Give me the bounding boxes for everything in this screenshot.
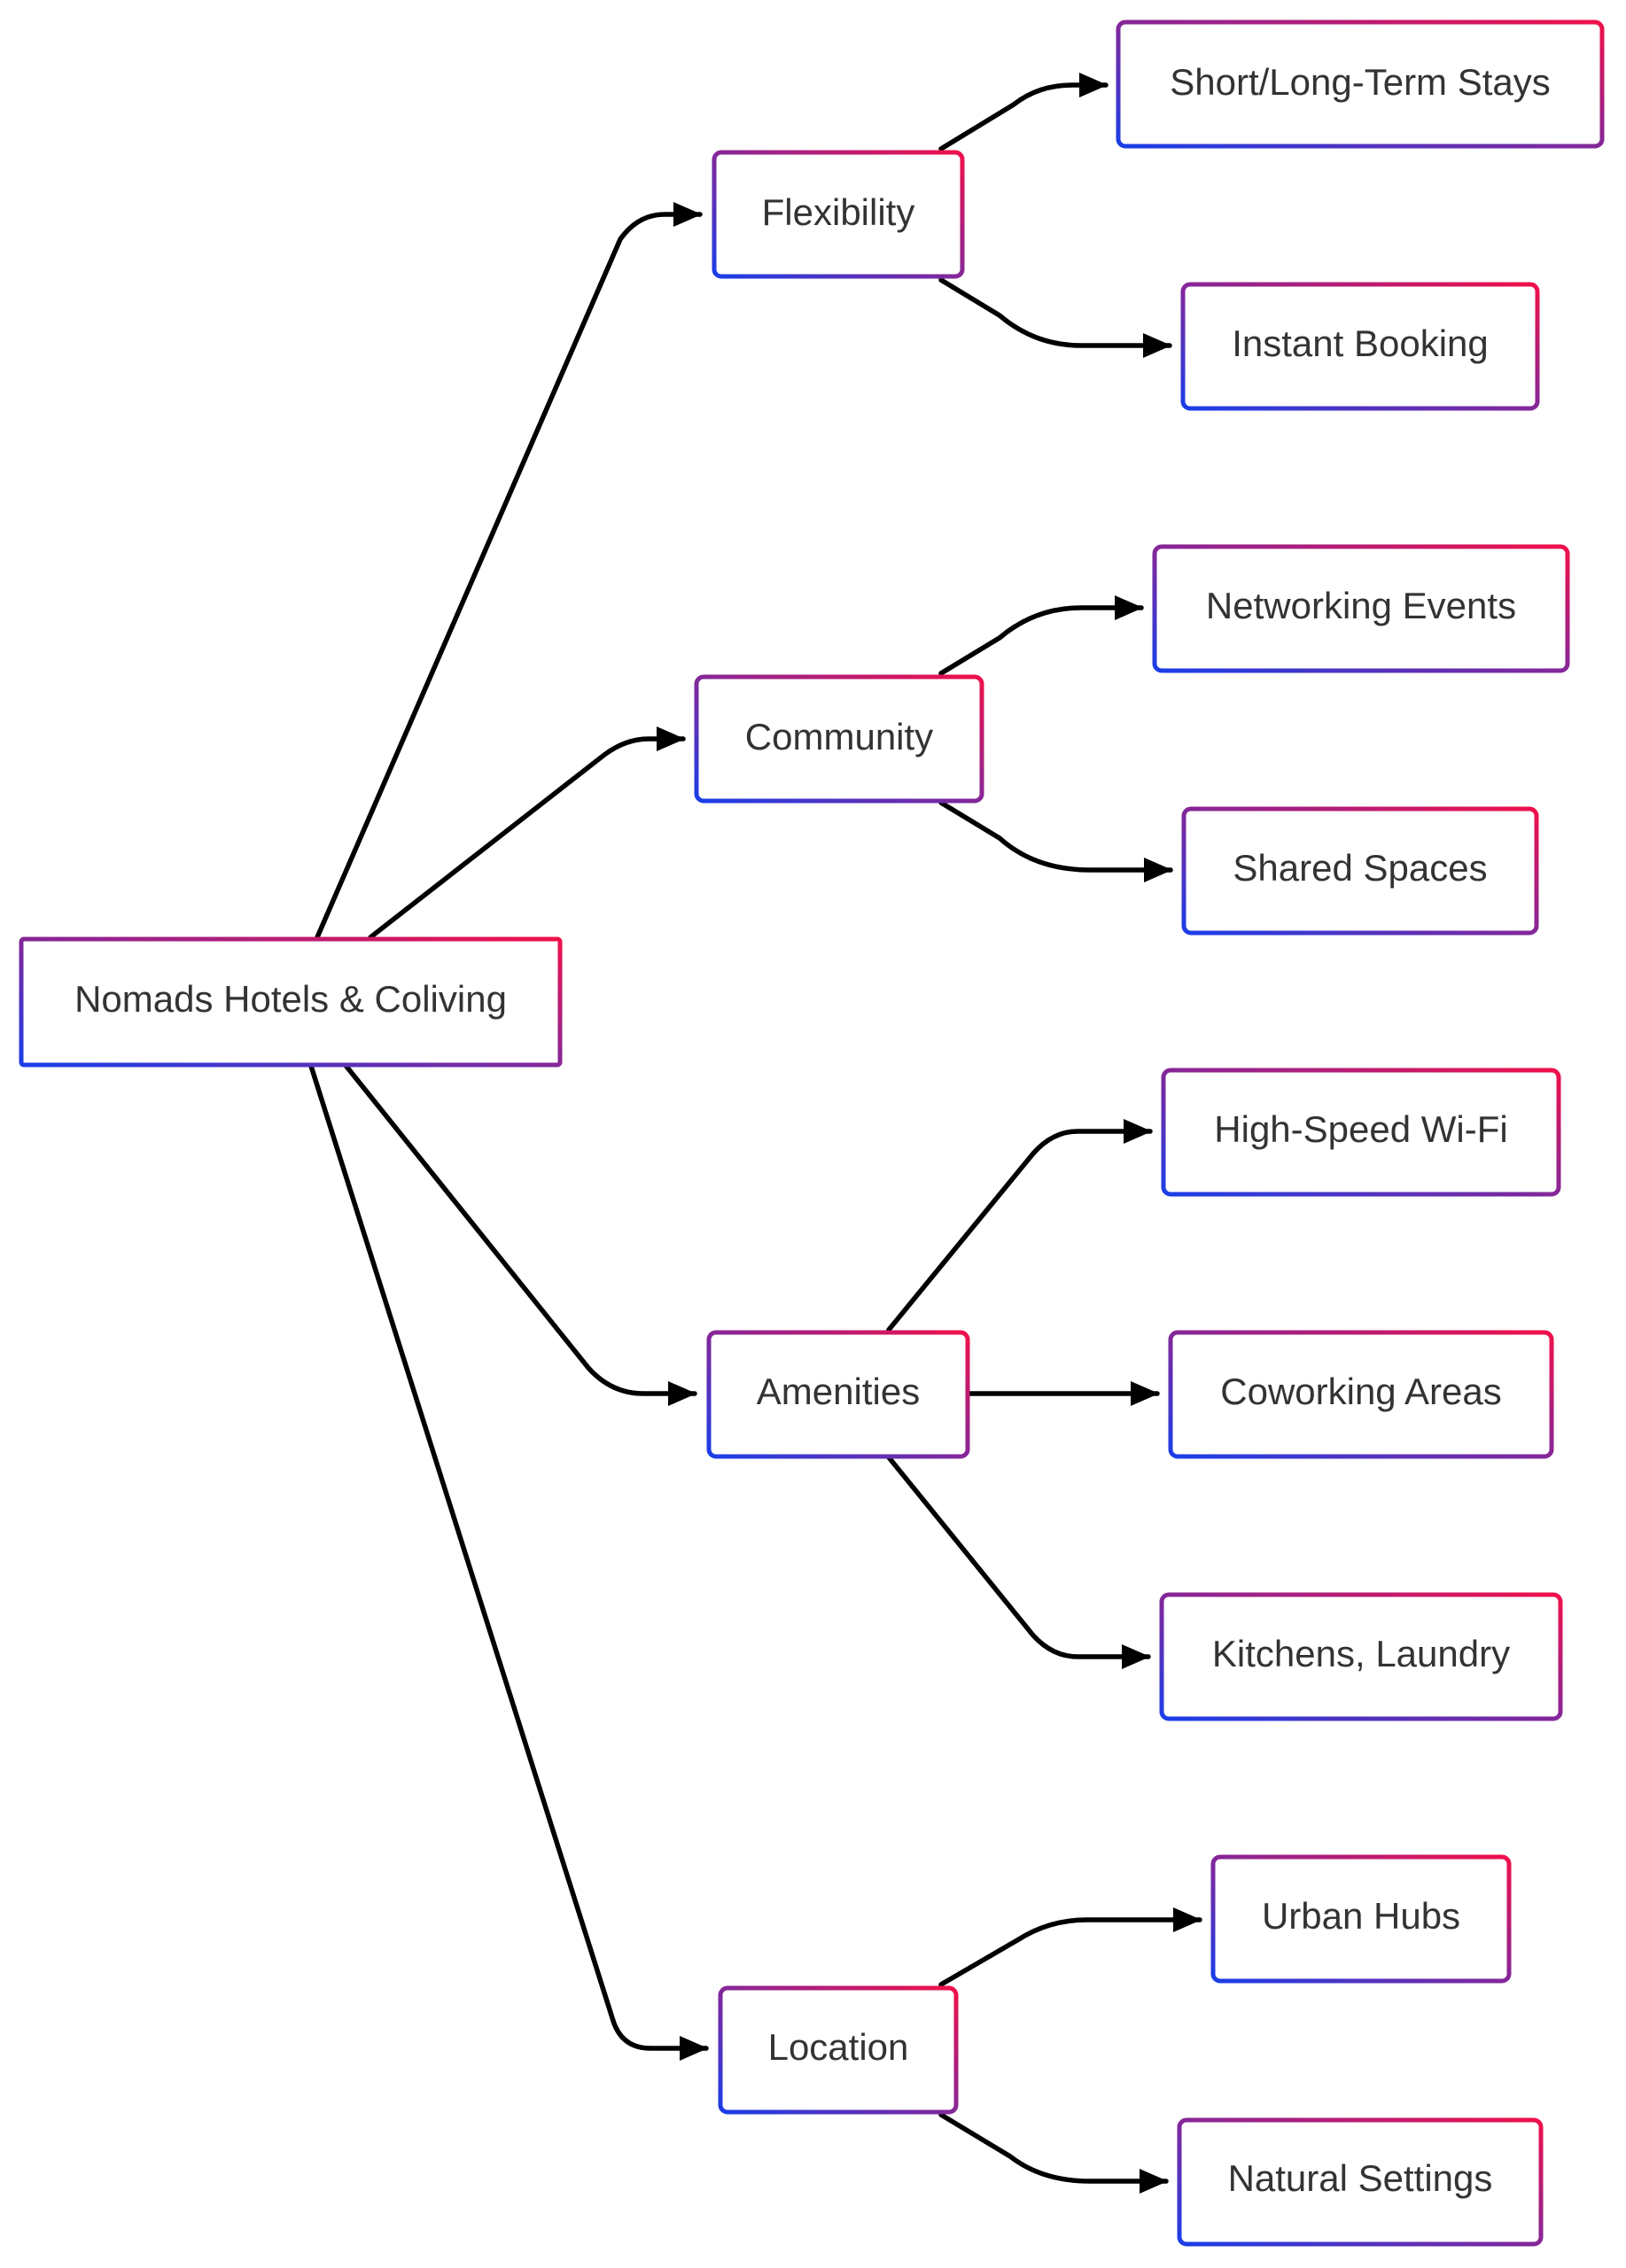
- node-leaf-kitchens-laundry-label: Kitchens, Laundry: [1212, 1633, 1510, 1674]
- edge-root-amenities: [341, 1060, 697, 1406]
- node-leaf-shared-spaces-label: Shared Spaces: [1233, 847, 1487, 889]
- edge-community-shared-spaces: [938, 800, 1173, 882]
- node-category-location-label: Location: [768, 2026, 909, 2068]
- node-category-flexibility-label: Flexibility: [762, 191, 915, 233]
- node-root-label: Nomads Hotels & Coliving: [74, 978, 507, 1020]
- edge-root-location: [307, 1060, 709, 2061]
- node-leaf-natural-settings-label: Natural Settings: [1228, 2157, 1493, 2199]
- edge-flexibility-short-long-term-stays: [938, 73, 1109, 151]
- edge-root-flexibility: [315, 202, 703, 940]
- nodes-group: Nomads Hotels & Coliving Flexibility Sho…: [19, 19, 1605, 2247]
- edge-amenities-kitchens-laundry: [886, 1455, 1151, 1669]
- edge-location-urban-hubs: [938, 1907, 1202, 1987]
- edge-location-natural-settings: [938, 2112, 1169, 2194]
- node-leaf-instant-booking[interactable]: Instant Booking: [1180, 282, 1540, 411]
- node-leaf-natural-settings[interactable]: Natural Settings: [1177, 2117, 1544, 2247]
- node-leaf-networking-events-label: Networking Events: [1206, 585, 1516, 626]
- node-category-amenities-label: Amenities: [757, 1371, 920, 1412]
- node-leaf-urban-hubs[interactable]: Urban Hubs: [1210, 1854, 1512, 1984]
- node-leaf-kitchens-laundry[interactable]: Kitchens, Laundry: [1159, 1592, 1563, 1721]
- node-leaf-high-speed-wifi[interactable]: High-Speed Wi-Fi: [1161, 1068, 1561, 1197]
- node-leaf-networking-events[interactable]: Networking Events: [1152, 544, 1570, 673]
- node-leaf-high-speed-wifi-label: High-Speed Wi-Fi: [1214, 1108, 1507, 1150]
- node-leaf-coworking-areas[interactable]: Coworking Areas: [1168, 1330, 1554, 1459]
- node-category-community[interactable]: Community: [694, 674, 984, 804]
- edge-community-networking-events: [938, 595, 1144, 676]
- node-leaf-short-long-term-stays-label: Short/Long-Term Stays: [1170, 61, 1551, 103]
- edges-group: [307, 73, 1202, 2194]
- node-leaf-shared-spaces[interactable]: Shared Spaces: [1181, 806, 1539, 936]
- node-leaf-urban-hubs-label: Urban Hubs: [1262, 1895, 1460, 1937]
- node-category-amenities[interactable]: Amenities: [706, 1330, 970, 1459]
- edge-root-community: [368, 726, 686, 940]
- node-leaf-short-long-term-stays[interactable]: Short/Long-Term Stays: [1116, 19, 1605, 149]
- node-leaf-instant-booking-label: Instant Booking: [1232, 322, 1489, 364]
- node-leaf-coworking-areas-label: Coworking Areas: [1220, 1371, 1501, 1412]
- edge-amenities-high-speed-wifi: [886, 1119, 1153, 1332]
- node-category-community-label: Community: [745, 716, 933, 757]
- node-root[interactable]: Nomads Hotels & Coliving: [19, 936, 563, 1068]
- node-category-location[interactable]: Location: [718, 1985, 959, 2115]
- edge-flexibility-instant-booking: [938, 277, 1172, 358]
- node-category-flexibility[interactable]: Flexibility: [712, 150, 965, 279]
